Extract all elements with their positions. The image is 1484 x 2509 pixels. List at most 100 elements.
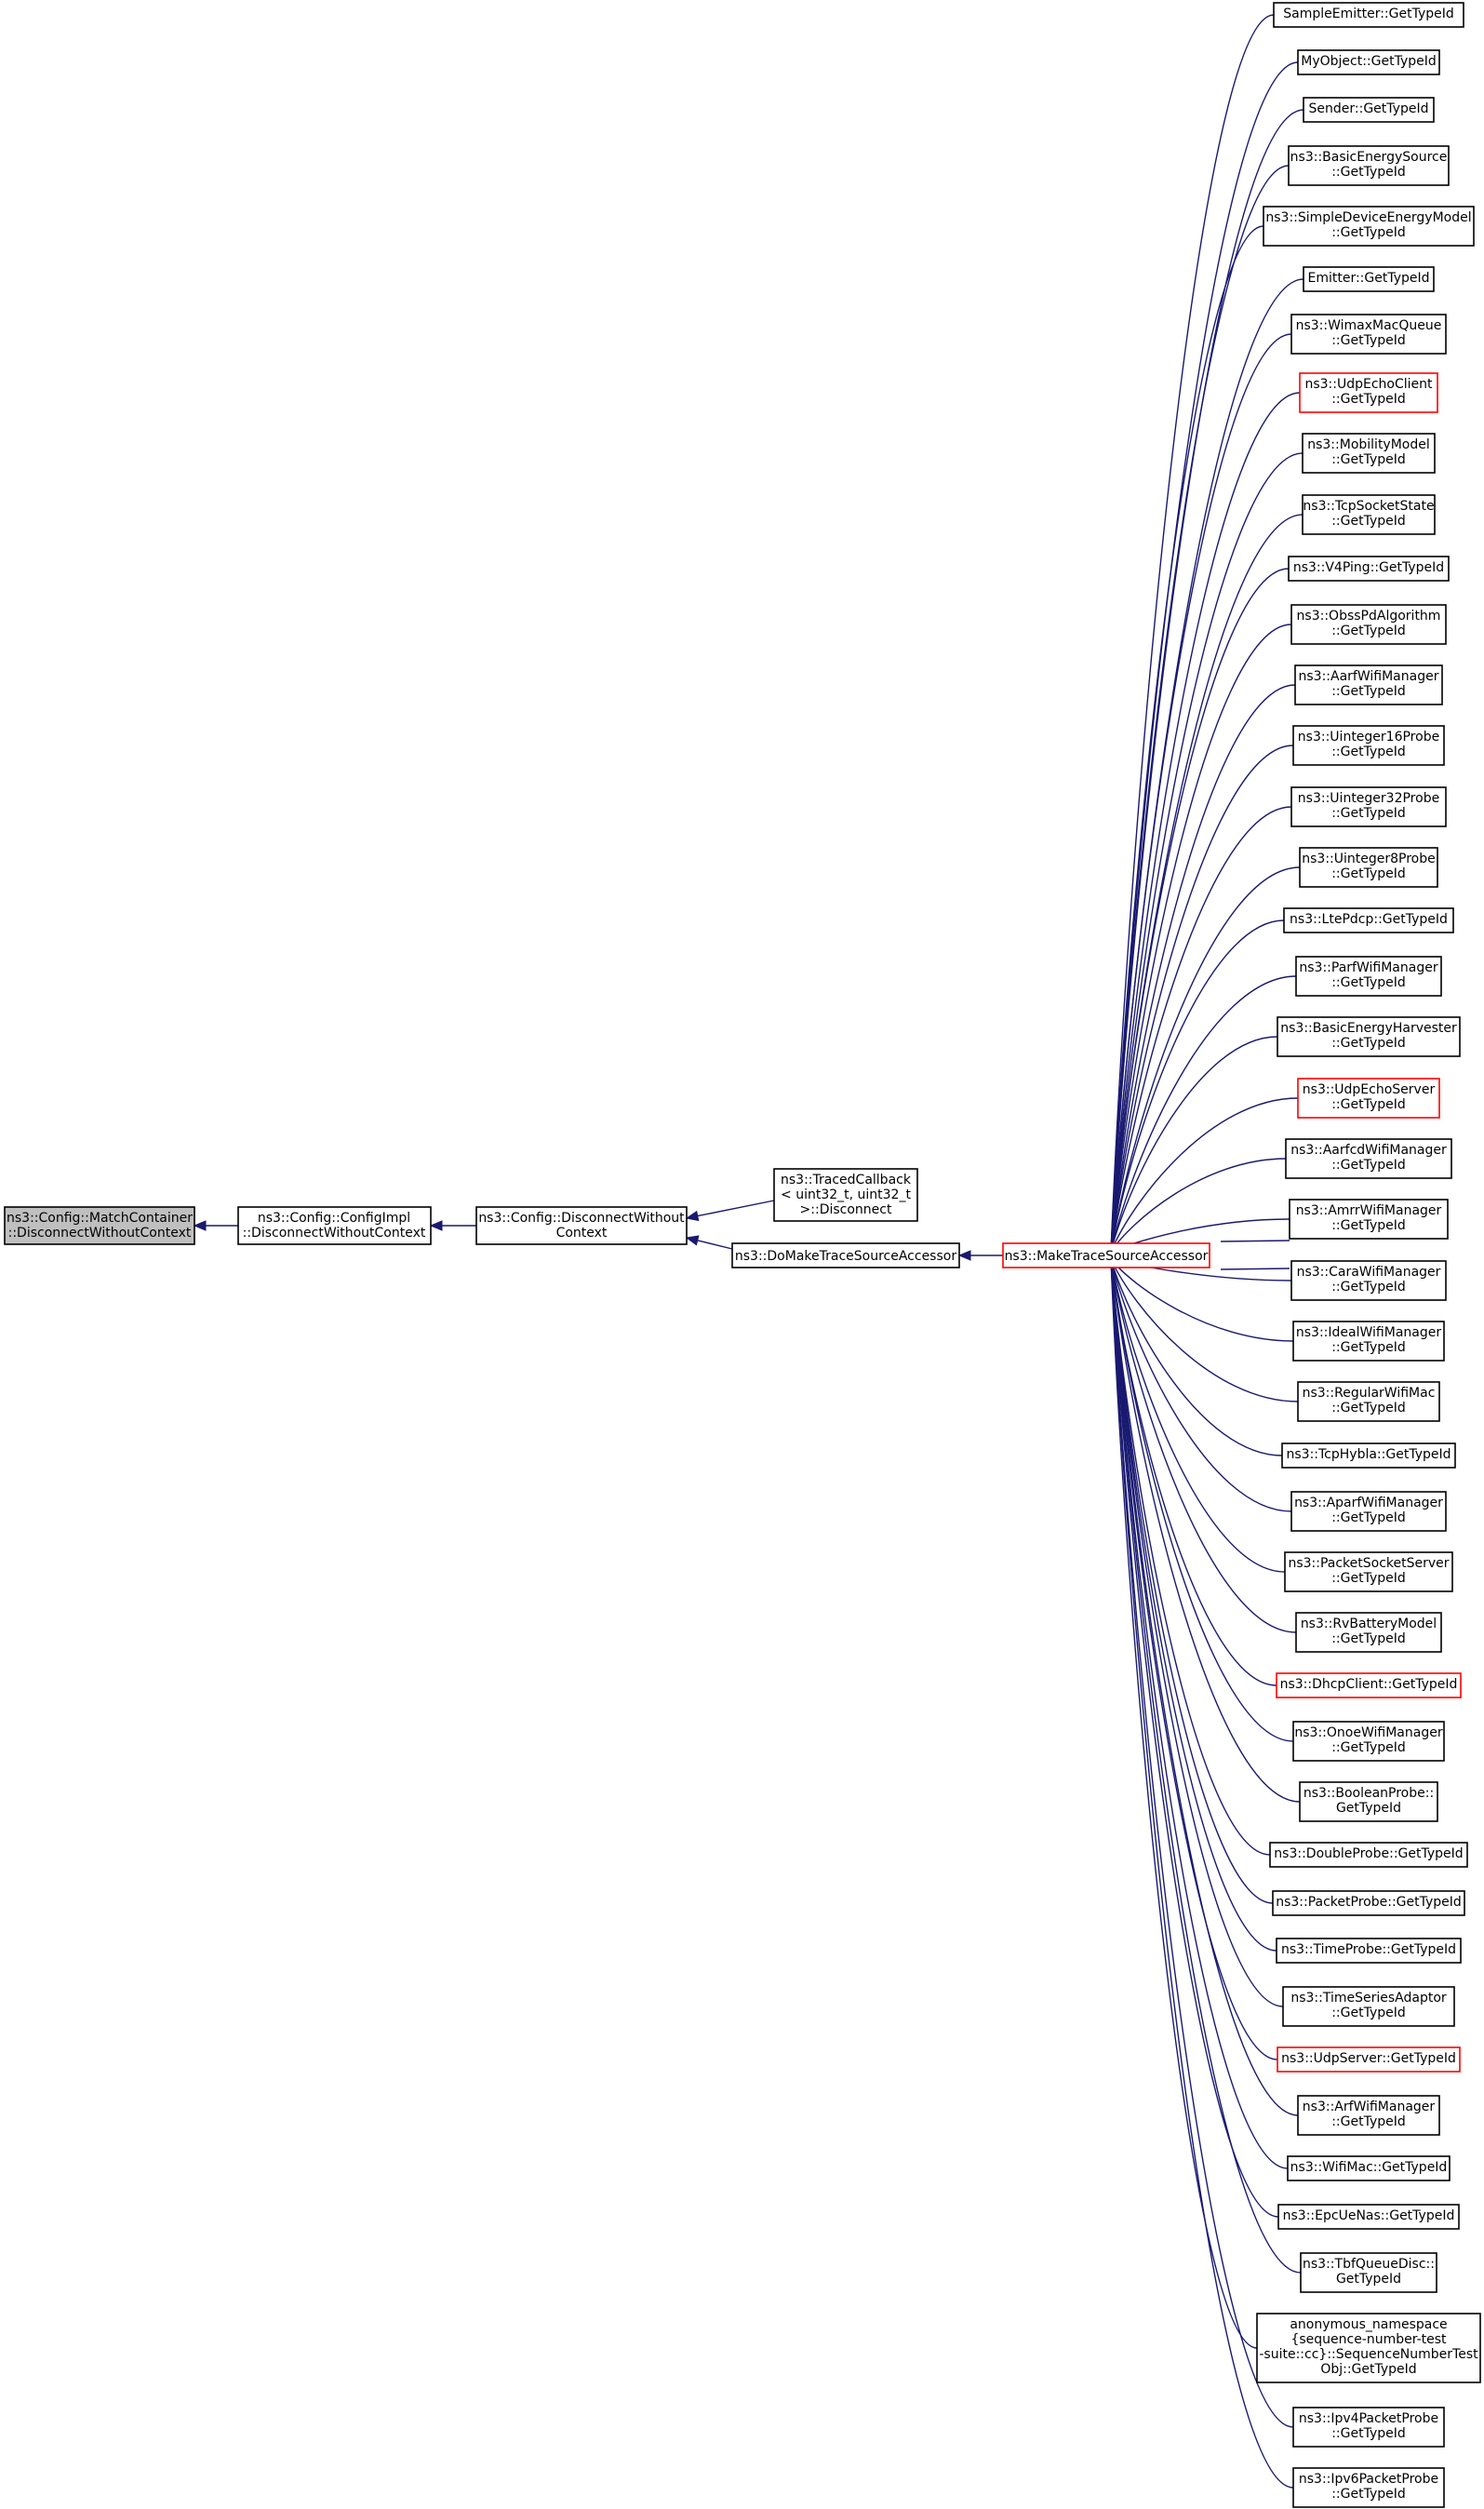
node-label: ns3::Uinteger32Probe: [1298, 791, 1439, 806]
caller-node[interactable]: ns3::AarfcdWifiManager::GetTypeId: [1285, 1138, 1452, 1179]
call-edge: [1110, 1258, 1302, 2274]
node-label: ns3::TracedCallback: [781, 1173, 912, 1187]
caller-node[interactable]: ns3::RvBatteryModel::GetTypeId: [1295, 1612, 1442, 1653]
call-edge: [1110, 1258, 1299, 2116]
call-edge: [1110, 1258, 1271, 1856]
caller-node[interactable]: ns3::IdealWifiManager::GetTypeId: [1292, 1321, 1445, 1362]
caller-node[interactable]: ns3::AparfWifiManager::GetTypeId: [1290, 1491, 1447, 1532]
caller-node[interactable]: ns3::UdpServer::GetTypeId: [1277, 2046, 1461, 2073]
node-traced-callback-disconnect[interactable]: ns3::TracedCallback < uint32_t, uint32_t…: [773, 1168, 918, 1222]
caller-node[interactable]: ns3::BooleanProbe::GetTypeId: [1299, 1781, 1438, 1822]
caller-node[interactable]: ns3::PacketProbe::GetTypeId: [1272, 1890, 1465, 1916]
node-label: < uint32_t, uint32_t: [781, 1187, 911, 1202]
arrowhead: [957, 1250, 971, 1261]
node-label: Sender::GetTypeId: [1309, 101, 1429, 116]
node-label: ::GetTypeId: [1331, 1218, 1406, 1233]
call-edge: [1110, 866, 1301, 1253]
caller-node[interactable]: ns3::BasicEnergySource::GetTypeId: [1288, 145, 1450, 186]
caller-node[interactable]: ns3::PacketSocketServer::GetTypeId: [1284, 1551, 1453, 1592]
caller-node[interactable]: ns3::AmrrWifiManager::GetTypeId: [1289, 1199, 1449, 1240]
node-label: ns3::TbfQueueDisc::: [1303, 2257, 1435, 2272]
caller-node[interactable]: ns3::TimeProbe::GetTypeId: [1276, 1938, 1462, 1964]
caller-node[interactable]: ns3::RegularWifiMac::GetTypeId: [1297, 1381, 1440, 1422]
call-edge: [1110, 745, 1294, 1253]
node-label: -suite::cc}::SequenceNumberTest: [1259, 2347, 1478, 2362]
caller-node[interactable]: ns3::Uinteger32Probe::GetTypeId: [1290, 786, 1447, 827]
node-label: ns3::AarfcdWifiManager: [1290, 1143, 1447, 1158]
node-label: ::GetTypeId: [1331, 1036, 1406, 1051]
caller-node[interactable]: ns3::DoubleProbe::GetTypeId: [1269, 1842, 1468, 1868]
node-label: ::GetTypeId: [1331, 1280, 1406, 1295]
node-config-disconnect-without-context[interactable]: ns3::Config::DisconnectWithout Context: [475, 1206, 688, 1245]
node-label: ns3::Config::ConfigImpl: [258, 1211, 410, 1226]
call-edge: [1110, 568, 1290, 1253]
caller-node[interactable]: ns3::Ipv6PacketProbe::GetTypeId: [1292, 2467, 1445, 2508]
call-edge: [1110, 1258, 1294, 2489]
call-edge: [1110, 1258, 1284, 2007]
caller-node[interactable]: ns3::SimpleDeviceEnergyModel::GetTypeId: [1263, 206, 1475, 247]
caller-node[interactable]: ns3::BasicEnergyHarvester::GetTypeId: [1277, 1016, 1461, 1057]
node-label: ns3::BasicEnergyHarvester: [1280, 1021, 1457, 1036]
node-label: ns3::AarfWifiManager: [1299, 669, 1439, 684]
node-make-trace-source-accessor[interactable]: ns3::MakeTraceSourceAccessor: [1002, 1242, 1210, 1268]
node-label: ::GetTypeId: [1331, 165, 1406, 180]
node-label: ns3::Ipv4PacketProbe: [1299, 2411, 1438, 2426]
node-label: ::GetTypeId: [1331, 624, 1406, 638]
caller-node[interactable]: MyObject::GetTypeId: [1297, 49, 1440, 75]
caller-node[interactable]: ns3::Uinteger8Probe::GetTypeId: [1299, 847, 1438, 888]
caller-node[interactable]: ns3::ParfWifiManager::GetTypeId: [1295, 956, 1442, 997]
caller-node[interactable]: ns3::TimeSeriesAdaptor::GetTypeId: [1282, 1986, 1455, 2027]
call-edge: [1110, 1258, 1297, 1633]
caller-node[interactable]: ns3::UdpEchoServer::GetTypeId: [1297, 1078, 1440, 1119]
caller-node[interactable]: ns3::TcpHybla::GetTypeId: [1281, 1442, 1456, 1469]
chain-edge: [697, 1240, 733, 1250]
caller-node[interactable]: ns3::OnoeWifiManager::GetTypeId: [1292, 1721, 1445, 1762]
caller-node[interactable]: Sender::GetTypeId: [1303, 97, 1435, 123]
node-label: ::GetTypeId: [1331, 745, 1406, 759]
caller-node[interactable]: ns3::WimaxMacQueue::GetTypeId: [1290, 314, 1447, 355]
caller-node[interactable]: ns3::MobilityModel::GetTypeId: [1302, 433, 1436, 474]
call-edge: [1110, 452, 1304, 1253]
node-match-container-disconnect[interactable]: ns3::Config::MatchContainer ::Disconnect…: [4, 1206, 195, 1245]
node-do-make-trace-source-accessor[interactable]: ns3::DoMakeTraceSourceAccessor: [731, 1242, 960, 1268]
node-label: ::GetTypeId: [1331, 1510, 1406, 1525]
node-label: Obj::GetTypeId: [1320, 2362, 1416, 2377]
call-edge: [1110, 1258, 1294, 1742]
node-label: ns3::RvBatteryModel: [1301, 1617, 1437, 1631]
chain-edge: [697, 1200, 775, 1217]
call-edge: [1110, 1097, 1299, 1253]
caller-node[interactable]: ns3::TbfQueueDisc::GetTypeId: [1300, 2252, 1437, 2293]
arrowhead: [193, 1220, 207, 1231]
node-configimpl-disconnect[interactable]: ns3::Config::ConfigImpl ::DisconnectWith…: [237, 1206, 432, 1245]
call-edge: [1110, 1258, 1294, 2428]
node-label: ns3::Uinteger16Probe: [1298, 730, 1439, 745]
call-edge: [1110, 392, 1301, 1253]
node-label: ns3::Config::MatchContainer: [7, 1211, 193, 1226]
node-label: ns3::IdealWifiManager: [1296, 1325, 1441, 1340]
node-label: ::GetTypeId: [1331, 392, 1406, 407]
caller-node[interactable]: ns3::ObssPdAlgorithm::GetTypeId: [1290, 604, 1447, 645]
node-label: ns3::V4Ping::GetTypeId: [1293, 560, 1444, 575]
caller-node[interactable]: anonymous_namespace{sequence-number-test…: [1256, 2313, 1481, 2383]
caller-node[interactable]: SampleEmitter::GetTypeId: [1273, 2, 1464, 28]
node-label: ns3::AparfWifiManager: [1294, 1496, 1443, 1510]
caller-node[interactable]: ns3::LtePdcp::GetTypeId: [1283, 907, 1454, 933]
caller-node[interactable]: ns3::CaraWifiManager::GetTypeId: [1290, 1260, 1447, 1301]
caller-node[interactable]: ns3::Uinteger16Probe::GetTypeId: [1292, 725, 1445, 766]
caller-node[interactable]: ns3::WifiMac::GetTypeId: [1287, 2155, 1451, 2181]
node-label: ns3::DoubleProbe::GetTypeId: [1274, 1846, 1463, 1861]
caller-node[interactable]: ns3::ArfWifiManager::GetTypeId: [1297, 2095, 1440, 2136]
caller-node[interactable]: ns3::Ipv4PacketProbe::GetTypeId: [1292, 2407, 1445, 2448]
caller-node[interactable]: ns3::DhcpClient::GetTypeId: [1276, 1672, 1462, 1698]
caller-node[interactable]: Emitter::GetTypeId: [1303, 266, 1435, 292]
caller-node[interactable]: ns3::UdpEchoClient::GetTypeId: [1299, 372, 1438, 413]
node-label: ns3::TcpHybla::GetTypeId: [1287, 1447, 1451, 1462]
caller-node[interactable]: ns3::V4Ping::GetTypeId: [1288, 556, 1450, 582]
caller-node[interactable]: ns3::TcpSocketState::GetTypeId: [1302, 494, 1436, 535]
caller-node[interactable]: ns3::AarfWifiManager::GetTypeId: [1294, 664, 1443, 705]
caller-node[interactable]: ns3::EpcUeNas::GetTypeId: [1277, 2204, 1460, 2230]
node-label: ::GetTypeId: [1331, 975, 1406, 990]
node-label: GetTypeId: [1336, 1801, 1401, 1816]
node-label: ::GetTypeId: [1331, 2487, 1406, 2502]
